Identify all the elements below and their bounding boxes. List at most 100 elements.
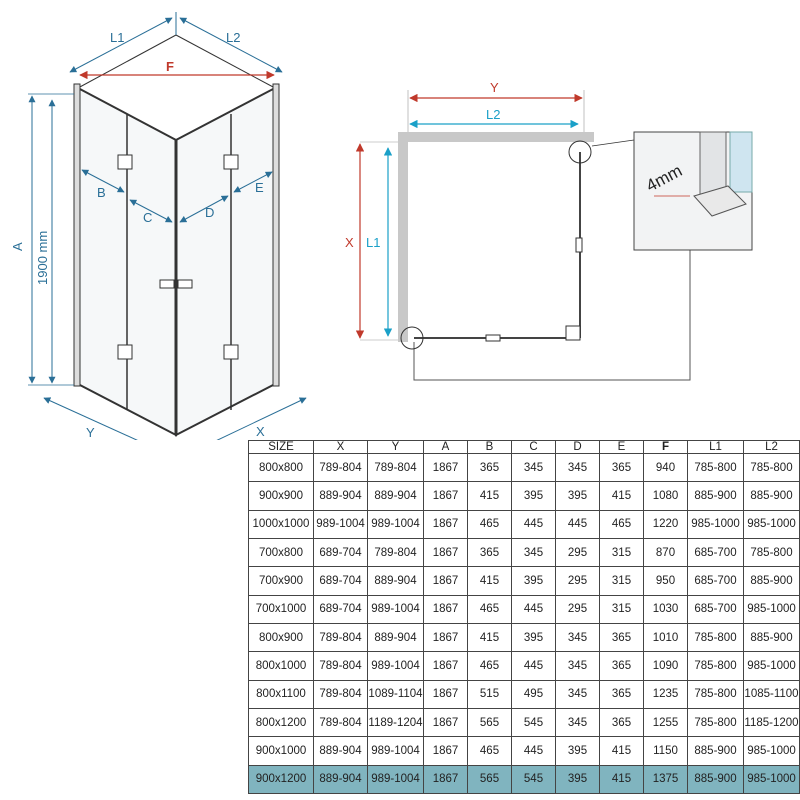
table-cell: 565 [467, 764, 512, 795]
table-cell: 785-800 [687, 651, 744, 681]
table-cell: 985-1000 [743, 594, 800, 624]
left-wall-profile [73, 83, 81, 387]
table-cell: 465 [467, 651, 512, 681]
col-b: B [467, 440, 512, 454]
table-cell: 700x800 [248, 537, 314, 568]
table-cell: 900x900 [248, 481, 314, 511]
table-cell: 1867 [423, 537, 468, 568]
table-cell: 395 [555, 481, 600, 511]
table-cell: 1000x1000 [248, 509, 314, 539]
table-cell: 395 [511, 566, 556, 596]
table-cell: 1185-1200 [743, 707, 800, 738]
table-cell: 1150 [643, 736, 688, 766]
table-cell: 785-800 [743, 537, 800, 568]
table-cell: 785-800 [743, 452, 800, 483]
table-cell: 1189-1204 [367, 707, 424, 738]
table-cell: 545 [511, 707, 556, 738]
table-cell: 800x800 [248, 452, 314, 483]
table-cell: 685-700 [687, 594, 744, 624]
table-cell: 700x1000 [248, 594, 314, 624]
table-cell: 345 [555, 651, 600, 681]
table-cell: 345 [511, 452, 556, 483]
table-cell: 395 [555, 736, 600, 766]
table-cell: 700x900 [248, 566, 314, 596]
handle-icon [177, 279, 193, 289]
dim-label-X: X [256, 424, 265, 439]
hinge-icon [117, 154, 133, 170]
col-l2: L2 [743, 440, 800, 454]
table-cell: 415 [599, 764, 644, 795]
technical-drawing: L1 L2 F A 1900 mm B C D E Y X Y [10, 12, 753, 440]
table-cell: 1867 [423, 736, 468, 766]
table-cell: 345 [555, 452, 600, 483]
table-cell: 1089-1104 [367, 679, 424, 709]
table-cell: 1867 [423, 452, 468, 483]
dim-label-B: B [97, 185, 106, 200]
table-cell: 345 [555, 622, 600, 653]
table-cell: 989-1004 [367, 509, 424, 539]
table-cell: 989-1004 [313, 509, 368, 539]
table-cell: 900x1200 [248, 764, 314, 795]
table-cell: 495 [511, 679, 556, 709]
table-cell: 365 [599, 679, 644, 709]
table-cell: 785-800 [687, 452, 744, 483]
table-cell: 1220 [643, 509, 688, 539]
col-size: SIZE [248, 440, 314, 454]
table-cell: 870 [643, 537, 688, 568]
table-cell: 415 [599, 481, 644, 511]
table-cell: 989-1004 [367, 594, 424, 624]
table-cell: 885-900 [743, 481, 800, 511]
table-cell: 1090 [643, 651, 688, 681]
table-cell: 445 [511, 736, 556, 766]
table-cell: 515 [467, 679, 512, 709]
table-cell: 365 [599, 622, 644, 653]
table-cell: 889-904 [313, 764, 368, 795]
table-cell: 1375 [643, 764, 688, 795]
table-cell: 989-1004 [367, 736, 424, 766]
table-cell: 415 [599, 736, 644, 766]
table-cell: 295 [555, 594, 600, 624]
table-cell: 985-1000 [743, 736, 800, 766]
table-cell: 1867 [423, 481, 468, 511]
table-cell: 789-804 [367, 452, 424, 483]
table-cell: 889-904 [367, 622, 424, 653]
table-cell: 785-800 [687, 707, 744, 738]
detail-circle-icon [400, 326, 424, 350]
table-cell: 785-800 [687, 679, 744, 709]
table-cell: 1235 [643, 679, 688, 709]
table-cell: 900x1000 [248, 736, 314, 766]
table-cell: 415 [467, 566, 512, 596]
table-cell: 985-1000 [743, 509, 800, 539]
plan-label-L1: L1 [366, 235, 380, 250]
table-cell: 295 [555, 537, 600, 568]
table-cell: 985-1000 [743, 764, 800, 795]
table-cell: 365 [599, 651, 644, 681]
dim-label-Y: Y [86, 425, 95, 440]
dim-label-A: A [10, 242, 25, 251]
table-cell: 800x1100 [248, 679, 314, 709]
plan-wall-top [398, 132, 594, 142]
detail-inset: 4mm [633, 131, 753, 251]
table-cell: 985-1000 [687, 509, 744, 539]
table-cell: 1867 [423, 707, 468, 738]
table-cell: 295 [555, 566, 600, 596]
col-l1: L1 [687, 440, 744, 454]
handle-icon [159, 279, 175, 289]
table-cell: 1010 [643, 622, 688, 653]
table-cell: 789-804 [313, 622, 368, 653]
table-cell: 445 [555, 509, 600, 539]
table-cell: 365 [467, 537, 512, 568]
enclosure-perspective [73, 34, 280, 437]
table-cell: 415 [467, 481, 512, 511]
table-cell: 889-904 [367, 481, 424, 511]
table-cell: 689-704 [313, 537, 368, 568]
table-cell: 940 [643, 452, 688, 483]
col-d: D [555, 440, 600, 454]
dim-label-height: 1900 mm [35, 231, 50, 285]
hinge-icon [117, 344, 133, 360]
